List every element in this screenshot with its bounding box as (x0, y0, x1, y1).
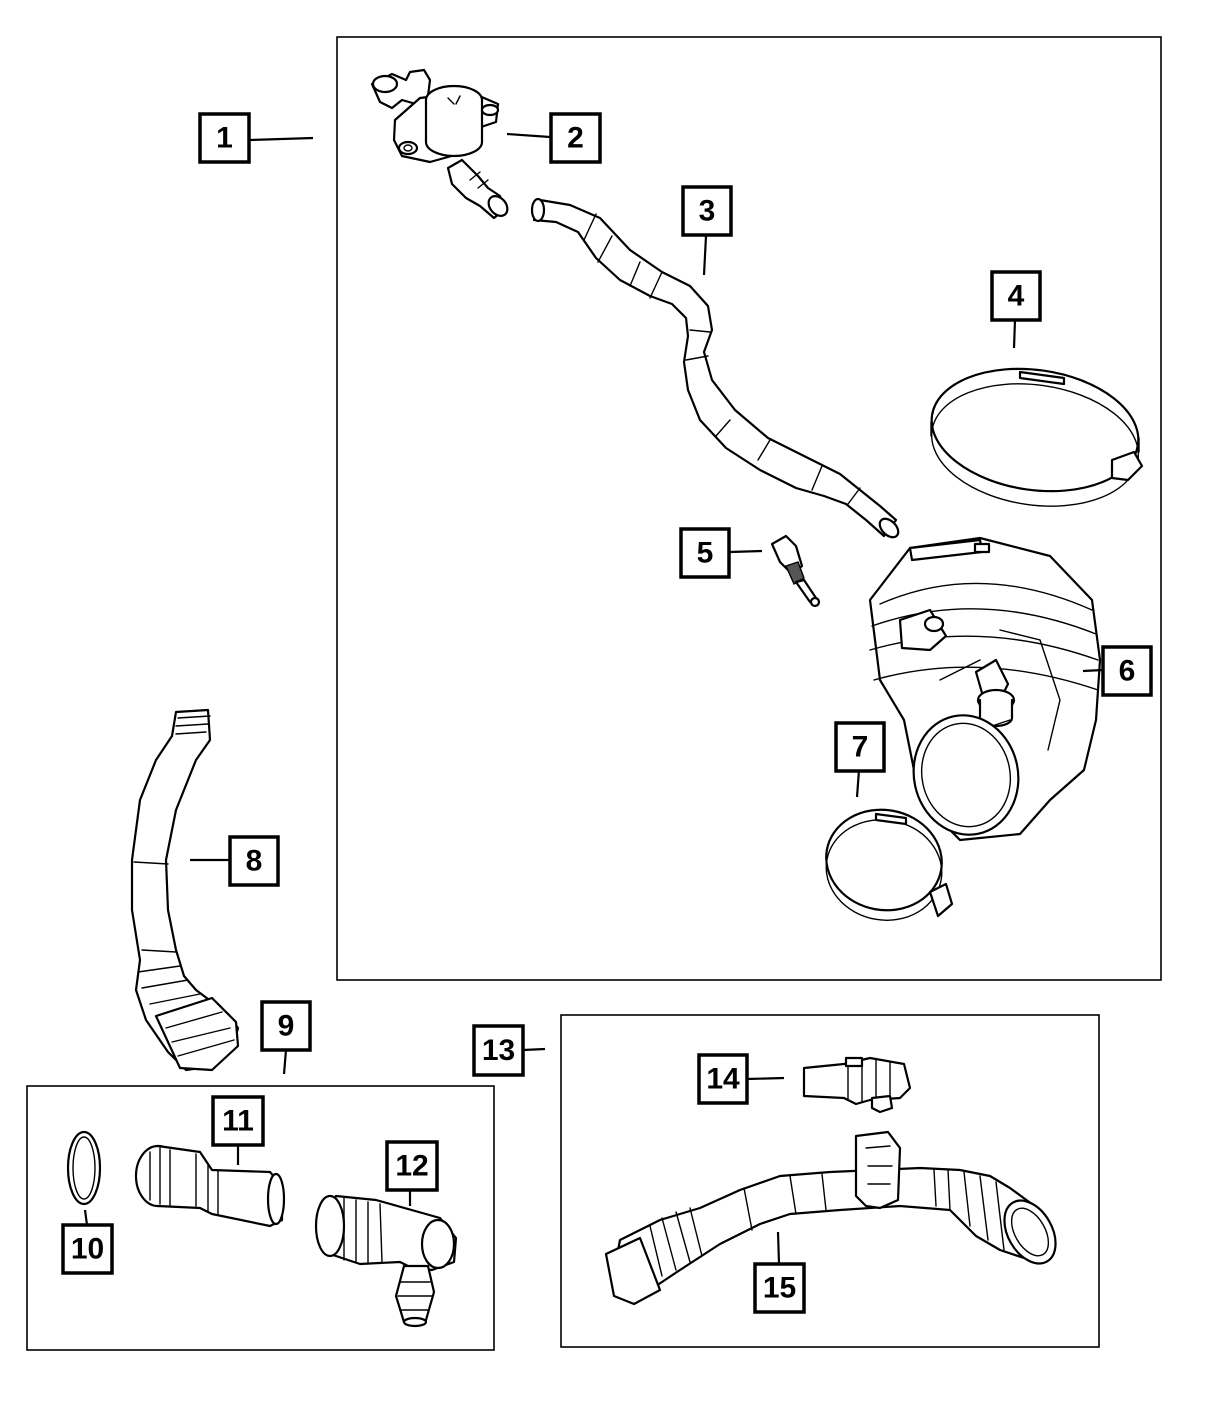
part-2-valve-assembly (370, 68, 509, 220)
leader-10 (83, 1209, 89, 1226)
svg-text:12: 12 (395, 1150, 428, 1183)
group-frame-1 (336, 36, 1162, 981)
leader-9 (282, 1049, 288, 1075)
part-7-small-clamp (825, 808, 954, 921)
callout-13: 13 (472, 1024, 525, 1077)
svg-text:8: 8 (246, 845, 263, 878)
part-3-hose (530, 197, 900, 539)
part-11-connector (134, 1144, 286, 1228)
part-14-sensor (802, 1056, 912, 1114)
svg-text:2: 2 (567, 122, 584, 155)
leader-7 (855, 769, 861, 798)
leader-1 (249, 136, 314, 142)
svg-text:15: 15 (763, 1272, 796, 1305)
callout-8: 8 (228, 835, 280, 887)
part-4-large-clamp (930, 367, 1144, 507)
svg-text:1: 1 (216, 122, 233, 155)
svg-text:5: 5 (697, 537, 714, 570)
callout-1: 1 (198, 112, 251, 164)
callout-2: 2 (549, 112, 602, 164)
callout-15: 15 (753, 1262, 806, 1314)
leader-5 (729, 549, 763, 554)
leader-6 (1082, 668, 1104, 673)
svg-text:9: 9 (278, 1010, 295, 1043)
leader-15 (776, 1231, 781, 1265)
part-12-elbow-connector (314, 1194, 458, 1328)
svg-text:14: 14 (706, 1063, 740, 1096)
group-frame-13 (560, 1014, 1100, 1348)
leader-2 (506, 132, 551, 139)
svg-text:11: 11 (222, 1105, 254, 1138)
svg-text:7: 7 (852, 731, 869, 764)
part-8-vent-hose (130, 708, 240, 1072)
callout-4: 4 (990, 270, 1042, 322)
callout-7: 7 (834, 721, 886, 773)
svg-text:6: 6 (1119, 655, 1136, 688)
leader-14 (746, 1076, 785, 1081)
svg-text:4: 4 (1008, 280, 1025, 313)
callout-9: 9 (260, 1000, 312, 1052)
part-5-sensor (770, 534, 821, 608)
part-10-o-ring (66, 1130, 102, 1206)
leader-13 (522, 1047, 546, 1052)
callout-10: 10 (61, 1223, 114, 1275)
svg-text:3: 3 (699, 195, 716, 228)
callout-5: 5 (679, 527, 731, 579)
leader-4 (1012, 319, 1017, 349)
leader-3 (702, 235, 708, 276)
group-frame-9 (26, 1085, 495, 1351)
callout-12: 12 (385, 1140, 439, 1192)
callout-3: 3 (681, 185, 733, 237)
svg-text:10: 10 (71, 1233, 104, 1266)
callout-6: 6 (1101, 645, 1153, 697)
callout-11: 11 (211, 1095, 265, 1147)
callout-14: 14 (697, 1053, 749, 1105)
part-6-air-duct (868, 536, 1102, 842)
svg-text:13: 13 (482, 1034, 515, 1067)
part-15-tube-assembly (604, 1130, 1057, 1306)
